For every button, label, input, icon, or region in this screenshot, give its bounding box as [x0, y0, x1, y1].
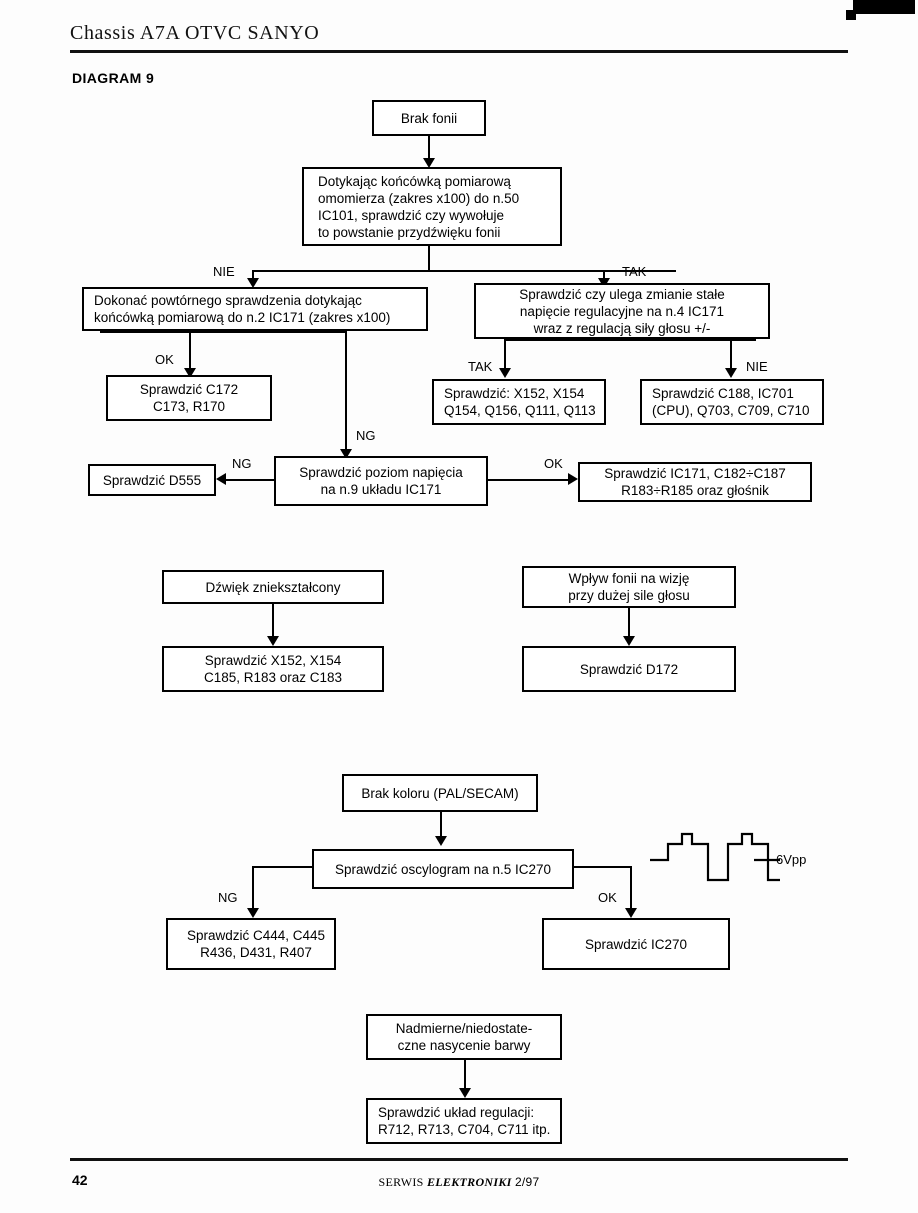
flow-box-text: Dźwięk zniekształcony	[205, 579, 341, 595]
flow-box-text: Sprawdzić: X152, X154 Q154, Q156, Q111, …	[444, 386, 596, 418]
flow-box-d555: Sprawdzić D555	[88, 464, 216, 496]
flow-box-text: Sprawdzić oscylogram na n.5 IC270	[334, 861, 552, 877]
flow-box-text: Sprawdzić C188, IC701 (CPU), Q703, C709,…	[652, 386, 810, 418]
flow-box-text: Sprawdzić X152, X154 C185, R183 oraz C18…	[203, 653, 343, 685]
footer-brand-serwis: SERWIS	[378, 1175, 424, 1189]
flow-box-ic171-glosnik: Sprawdzić IC171, C182÷C187 R183÷R185 ora…	[578, 462, 812, 502]
connector-ng-1	[345, 331, 347, 453]
flow-box-text: Sprawdzić D172	[579, 661, 679, 677]
edge-label-ng-2: NG	[232, 456, 252, 471]
arrow-nie-2	[725, 368, 737, 378]
flow-box-napiecie-regulacyjne: Sprawdzić czy ulega zmianie stałe napięc…	[474, 283, 770, 339]
arrow-ng-2	[216, 473, 226, 485]
connector-test-down	[428, 246, 430, 272]
flow-box-text: Sprawdzić układ regulacji: R712, R713, C…	[378, 1105, 551, 1137]
flow-box-x152-x154: Sprawdzić: X152, X154 Q154, Q156, Q111, …	[432, 379, 606, 425]
edge-label-tak-2: TAK	[468, 359, 493, 374]
flow-box-nasycenie-barwy: Nadmierne/niedostate- czne nasycenie bar…	[366, 1014, 562, 1060]
flow-box-text: Sprawdzić IC270	[584, 936, 688, 952]
flow-box-wplyw-fonii: Wpływ fonii na wizję przy dużej sile gło…	[522, 566, 736, 608]
flow-box-c172: Sprawdzić C172 C173, R170	[106, 375, 272, 421]
footer-brand-issue: 2/97	[514, 1175, 540, 1189]
flow-box-brak-fonii: Brak fonii	[372, 100, 486, 136]
arrow-ok-1	[184, 368, 196, 378]
flow-box-d172: Sprawdzić D172	[522, 646, 736, 692]
flow-box-text: Sprawdzić D555	[102, 472, 202, 488]
waveform-amplitude-label: 6Vpp	[776, 852, 807, 867]
connector-tak-2	[504, 339, 506, 372]
connector-s3-ok-horiz	[574, 866, 632, 868]
connector-s2-left	[272, 604, 274, 642]
connector-s4	[464, 1060, 466, 1094]
flow-box-oscylogram: Sprawdzić oscylogram na n.5 IC270	[312, 849, 574, 889]
arrow-ok-2	[568, 473, 578, 485]
scan-artifact	[853, 0, 915, 14]
connector-nie-2	[730, 339, 732, 372]
connector-s3-ok-vert	[630, 866, 632, 914]
flow-box-text: Dotykając końcówką pomiarową omomierza (…	[318, 173, 520, 240]
diagram-label: DIAGRAM 9	[72, 70, 155, 86]
edge-label-tak-1: TAK	[622, 264, 647, 279]
connector-ok-2	[488, 479, 570, 481]
flow-box-uklad-regulacji: Sprawdzić układ regulacji: R712, R713, C…	[366, 1098, 562, 1144]
connector-s3-ng-horiz	[252, 866, 312, 868]
flow-box-text: Nadmierne/niedostate- czne nasycenie bar…	[395, 1021, 533, 1053]
flow-box-c444-c445: Sprawdzić C444, C445 R436, D431, R407	[166, 918, 336, 970]
arrow-start-to-test	[423, 158, 435, 168]
connector-retest-bottom-bus	[100, 331, 346, 333]
connector-ok-1	[189, 331, 191, 372]
connector-split-bus	[252, 270, 676, 272]
edge-label-nie-1: NIE	[213, 264, 235, 279]
connector-ng-2	[226, 479, 274, 481]
connector-s3-start	[440, 812, 442, 842]
arrow-s3-ng	[247, 908, 259, 918]
flow-box-text: Dokonać powtórnego sprawdzenia dotykając…	[94, 293, 391, 325]
arrow-ng-1	[340, 449, 352, 459]
arrow-tak-2	[499, 368, 511, 378]
footer-brand: SERWIS ELEKTRONIKI 2/97	[0, 1175, 918, 1190]
connector-nie-branch	[252, 270, 254, 282]
edge-label-nie-2: NIE	[746, 359, 768, 374]
flow-box-text: Brak fonii	[400, 110, 458, 126]
header-divider	[70, 50, 848, 53]
arrow-nie-branch	[247, 278, 259, 288]
connector-s2-right	[628, 608, 630, 642]
scan-artifact-tail	[846, 10, 856, 20]
flow-box-ic270: Sprawdzić IC270	[542, 918, 730, 970]
edge-label-ok-3: OK	[598, 890, 617, 905]
edge-label-ok-1: OK	[155, 352, 174, 367]
arrow-s3-start	[435, 836, 447, 846]
flow-box-text: Wpływ fonii na wizję przy dużej sile gło…	[568, 571, 690, 603]
chassis-title: Chassis A7A OTVC SANYO	[70, 22, 320, 44]
flow-box-x152-c185: Sprawdzić X152, X154 C185, R183 oraz C18…	[162, 646, 384, 692]
flow-box-text: Sprawdzić IC171, C182÷C187 R183÷R185 ora…	[604, 466, 786, 498]
flow-box-text: Sprawdzić C444, C445 R436, D431, R407	[186, 928, 326, 960]
flow-box-text: Sprawdzić poziom napięcia na n.9 układu …	[299, 465, 463, 497]
flow-box-text: Sprawdzić czy ulega zmianie stałe napięc…	[519, 286, 725, 336]
connector-tak-branch	[603, 270, 605, 282]
flow-box-text: Brak koloru (PAL/SECAM)	[361, 785, 519, 801]
arrow-s3-ok	[625, 908, 637, 918]
flow-box-text: Sprawdzić C172 C173, R170	[139, 382, 239, 414]
oscilloscope-waveform	[650, 832, 780, 882]
page-number: 42	[72, 1172, 88, 1188]
flow-box-dzwiek-zniekształcony: Dźwięk zniekształcony	[162, 570, 384, 604]
flow-box-c188-ic701: Sprawdzić C188, IC701 (CPU), Q703, C709,…	[640, 379, 824, 425]
edge-label-ng-3: NG	[218, 890, 238, 905]
arrow-s2-right	[623, 636, 635, 646]
flow-box-omomierz-test: Dotykając końcówką pomiarową omomierza (…	[302, 167, 562, 246]
flow-box-retest: Dokonać powtórnego sprawdzenia dotykając…	[82, 287, 428, 331]
connector-start-to-test	[428, 136, 430, 162]
connector-s3-ng-vert	[252, 866, 254, 914]
edge-label-ng-1: NG	[356, 428, 376, 443]
footer-divider	[70, 1158, 848, 1161]
arrow-s4	[459, 1088, 471, 1098]
flow-box-poziom-napiecia: Sprawdzić poziom napięcia na n.9 układu …	[274, 456, 488, 506]
flow-box-brak-koloru: Brak koloru (PAL/SECAM)	[342, 774, 538, 812]
edge-label-ok-2: OK	[544, 456, 563, 471]
connector-right-test-bottom-bus	[504, 339, 756, 341]
footer-brand-elektroniki: ELEKTRONIKI	[426, 1175, 512, 1189]
arrow-s2-left	[267, 636, 279, 646]
